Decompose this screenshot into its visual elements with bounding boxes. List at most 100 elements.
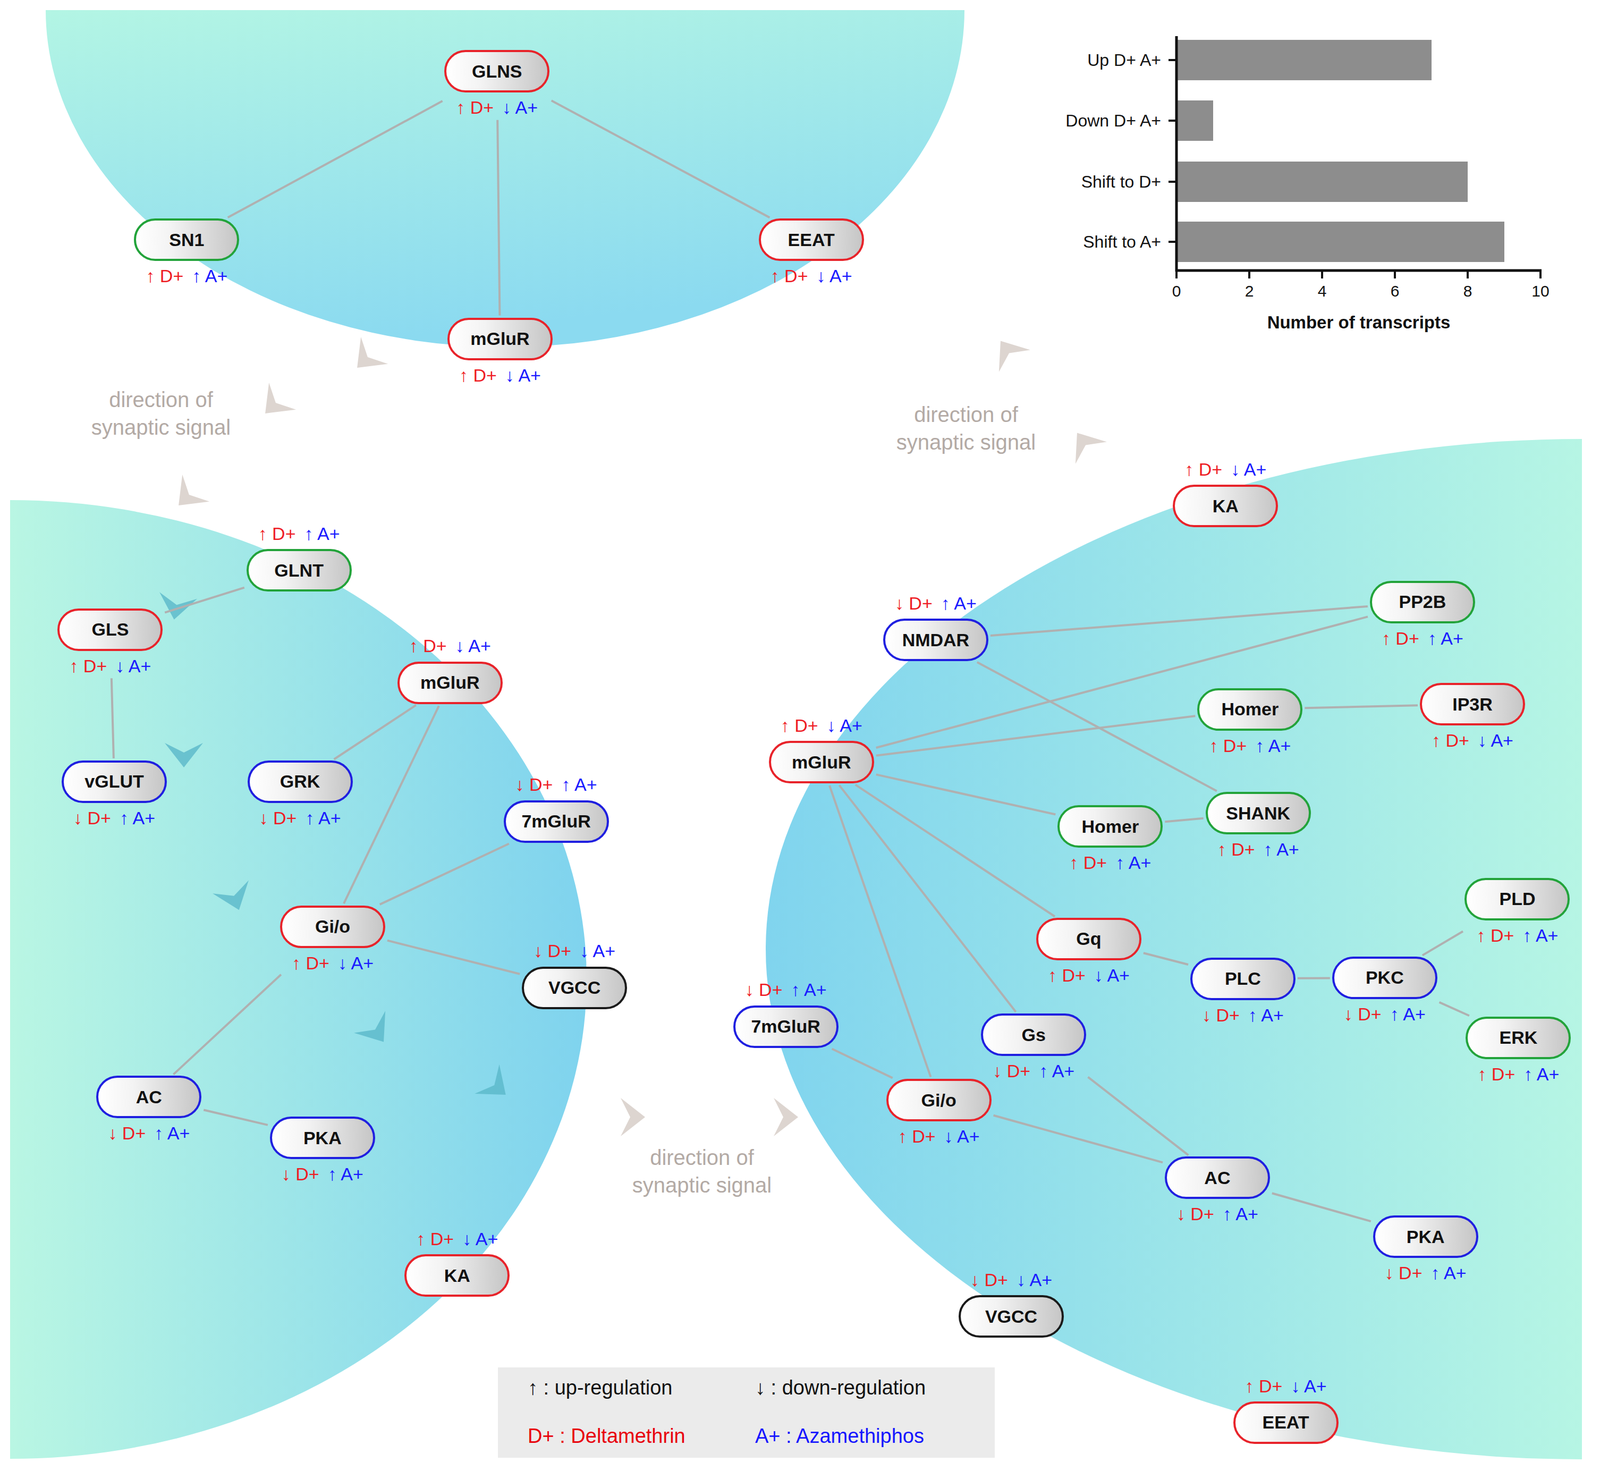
regulation-row: ↑ D+↑ A+ <box>1476 925 1559 946</box>
gene-name: GLS <box>91 619 129 640</box>
connector-line <box>497 120 500 316</box>
regulation-row: ↑ D+↓ A+ <box>1047 965 1130 986</box>
regulation-mark: ↑ D+ <box>459 365 497 386</box>
regulation-mark: ↓ D+ <box>515 774 554 795</box>
regulation-mark: ↓ A+ <box>1230 459 1267 480</box>
regulation-mark: ↓ A+ <box>1016 1270 1053 1290</box>
regulation-row: ↑ D+↑ A+ <box>145 266 228 286</box>
gene-name: mGluR <box>470 328 530 350</box>
gene-box: ERK <box>1465 1016 1571 1060</box>
regulation-mark: ↑ A+ <box>1427 628 1464 649</box>
bar <box>1177 100 1214 141</box>
connector-line <box>387 940 520 975</box>
regulation-mark: ↑ D+ <box>291 953 330 973</box>
gene-node: Homer↑ D+↑ A+ <box>1057 805 1163 873</box>
gene-node: VGCC↓ D+↓ A+ <box>958 1270 1064 1338</box>
gene-name: SN1 <box>168 229 205 251</box>
gene-node: 7mGluR↓ D+↑ A+ <box>503 774 609 843</box>
tick <box>1539 270 1542 279</box>
gene-name: AC <box>136 1086 163 1108</box>
gene-name: 7mGluR <box>521 810 591 832</box>
legend-text: D+ : Deltamethrin <box>527 1424 686 1447</box>
gene-node: mGluR ↑ D+↓ A+ <box>447 317 553 386</box>
regulation-row: ↓ D+↑ A+ <box>1201 1005 1284 1026</box>
gene-node: mGluR↑ D+↓ A+ <box>768 715 875 784</box>
tick <box>1168 58 1177 62</box>
gene-name: PKC <box>1365 967 1404 988</box>
tick <box>1466 270 1469 279</box>
connector-line <box>551 100 770 218</box>
legend-text: ↑ : up-regulation <box>527 1376 673 1399</box>
gene-box: PLD <box>1464 877 1570 921</box>
tick <box>1168 119 1177 122</box>
gene-name: KA <box>444 1265 471 1286</box>
regulation-row: ↓ D+↑ A+ <box>992 1061 1075 1081</box>
connector-line <box>227 100 443 218</box>
connector-line <box>855 784 1055 917</box>
gene-name: SHANK <box>1225 802 1291 824</box>
axis-ticks <box>1168 60 1541 279</box>
regulation-row: ↑ D+↑ A+ <box>1069 852 1151 873</box>
gene-name: PP2B <box>1398 591 1446 613</box>
regulation-mark: ↓ D+ <box>1201 1005 1240 1026</box>
regulation-mark: ↑ D+ <box>258 523 296 544</box>
gene-box: EEAT <box>1233 1401 1339 1444</box>
gene-node: GLS ↑ D+↓ A+ <box>57 608 163 676</box>
tick <box>1321 270 1324 279</box>
tick <box>1168 180 1177 183</box>
cell-region <box>45 10 965 347</box>
gene-box: SN1 <box>133 218 240 261</box>
connector-line <box>1422 930 1463 955</box>
regulation-mark: ↑ A+ <box>1255 735 1291 756</box>
gene-box: AC <box>96 1075 202 1119</box>
tick-label: 2 <box>1245 281 1255 301</box>
gene-name: Gq <box>1076 928 1102 950</box>
gene-node: Gi/o↑ D+↓ A+ <box>886 1078 992 1147</box>
gene-name: GLNT <box>274 560 324 581</box>
connector-line <box>111 678 114 759</box>
regulation-row: ↑ D+↑ A+ <box>1217 839 1300 860</box>
legend-entry: ↓ : down-regulation <box>755 1375 926 1401</box>
regulation-mark: ↓ A+ <box>462 1229 498 1249</box>
gene-box: EEAT <box>758 218 865 261</box>
legend-box <box>497 1367 995 1458</box>
regulation-mark: ↓ D+ <box>745 979 783 1000</box>
gene-box: 7mGluR <box>733 1005 839 1048</box>
connector-line <box>1087 1077 1189 1156</box>
regulation-row: ↑ D+↓ A+ <box>459 365 541 386</box>
gene-box: IP3R <box>1419 682 1526 726</box>
gene-node: EEAT ↑ D+↓ A+ <box>758 218 865 286</box>
regulation-mark: ↓ A+ <box>455 636 491 656</box>
regulation-row: ↓ D+↑ A+ <box>745 979 827 1000</box>
gene-name: AC <box>1204 1167 1231 1189</box>
bar <box>1177 161 1468 202</box>
regulation-row: ↑ D+↓ A+ <box>416 1229 498 1249</box>
regulation-row: ↑ D+↑ A+ <box>1477 1064 1560 1085</box>
gene-name: PLD <box>1499 888 1536 910</box>
regulation-mark: ↑ A+ <box>1263 839 1300 860</box>
chevron <box>773 1097 799 1137</box>
regulation-row: ↑ D+↓ A+ <box>69 656 151 676</box>
regulation-row: ↑ D+↓ A+ <box>770 266 853 286</box>
regulation-mark: ↑ D+ <box>898 1126 936 1147</box>
axis-line <box>1175 36 1179 272</box>
gene-node: NMDAR↓ D+↑ A+ <box>883 593 989 662</box>
chevron <box>1061 421 1107 464</box>
gene-node: ERK ↑ D+↑ A+ <box>1465 1016 1571 1085</box>
regulation-mark: ↑ D+ <box>780 715 819 736</box>
gene-name: GRK <box>280 771 321 792</box>
direction-note: direction of synaptic signal <box>73 385 249 442</box>
regulation-mark: ↑ D+ <box>1184 459 1223 480</box>
regulation-mark: ↑ A+ <box>154 1123 190 1144</box>
regulation-mark: ↑ D+ <box>770 266 809 286</box>
regulation-mark: ↑ D+ <box>1476 925 1515 946</box>
gene-box: NMDAR <box>883 618 989 662</box>
gene-node: SHANK ↑ D+↑ A+ <box>1205 791 1311 860</box>
gene-name: ERK <box>1499 1027 1538 1048</box>
regulation-mark: ↓ D+ <box>1176 1204 1215 1224</box>
cell-region <box>765 438 1582 1460</box>
gene-node: Homer↑ D+↑ A+ <box>1197 688 1303 756</box>
connector-line <box>334 705 417 760</box>
connector-line <box>876 715 1196 756</box>
connector-line <box>203 1110 268 1125</box>
